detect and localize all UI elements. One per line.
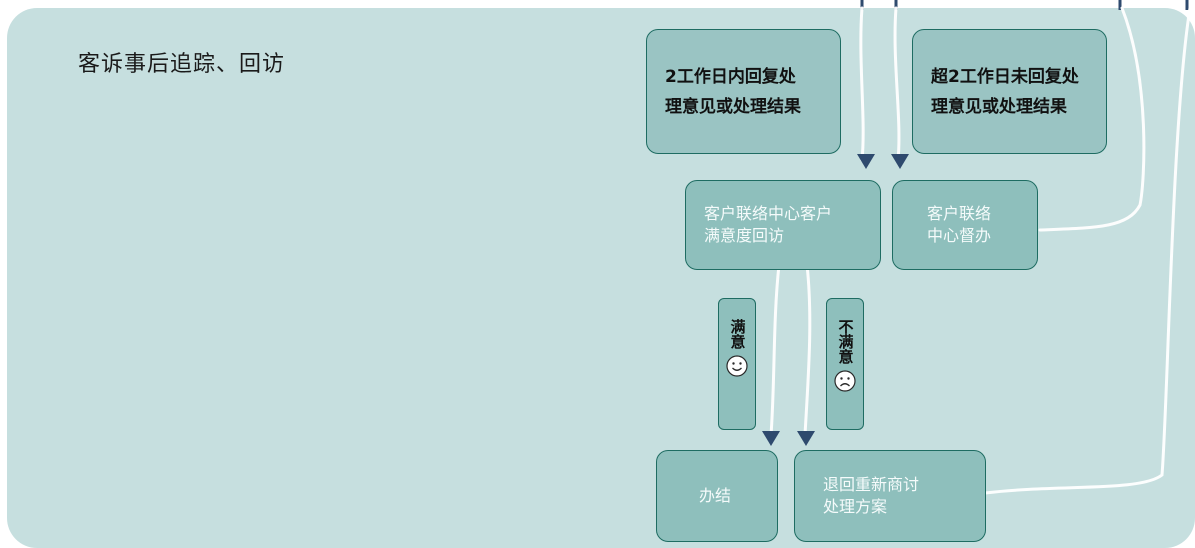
arrow-down-icon bbox=[857, 154, 875, 169]
box-label: 客户联络中心客户 满意度回访 bbox=[704, 204, 833, 245]
label-unsatisfied: 不满意 bbox=[826, 298, 864, 430]
box-over-2-days: 超2工作日未回复处 理意见或处理结果 bbox=[912, 29, 1107, 154]
arrow-down-icon bbox=[891, 154, 909, 169]
box-label: 退回重新商讨 处理方案 bbox=[823, 475, 920, 516]
box-within-2-days: 2工作日内回复处 理意见或处理结果 bbox=[646, 29, 841, 154]
satisfied-text: 满意 bbox=[728, 319, 747, 349]
box-return-renegotiate: 退回重新商讨 处理方案 bbox=[794, 450, 986, 542]
box-label: 2工作日内回复处 理意见或处理结果 bbox=[665, 66, 801, 117]
box-label: 客户联络 中心督办 bbox=[927, 204, 992, 245]
frown-face-icon bbox=[834, 370, 856, 392]
diagram-title: 客诉事后追踪、回访 bbox=[78, 52, 286, 77]
arrow-down-icon bbox=[797, 431, 815, 446]
box-supervise: 客户联络 中心督办 bbox=[892, 180, 1038, 270]
arrow-down-icon bbox=[762, 431, 780, 446]
box-label: 超2工作日未回复处 理意见或处理结果 bbox=[931, 66, 1079, 117]
box-label: 办结 bbox=[699, 486, 732, 505]
unsatisfied-text: 不满意 bbox=[836, 319, 855, 364]
label-satisfied: 满意 bbox=[718, 298, 756, 430]
box-closed: 办结 bbox=[656, 450, 778, 542]
smile-face-icon bbox=[726, 355, 748, 377]
box-satisfaction-visit: 客户联络中心客户 满意度回访 bbox=[685, 180, 881, 270]
